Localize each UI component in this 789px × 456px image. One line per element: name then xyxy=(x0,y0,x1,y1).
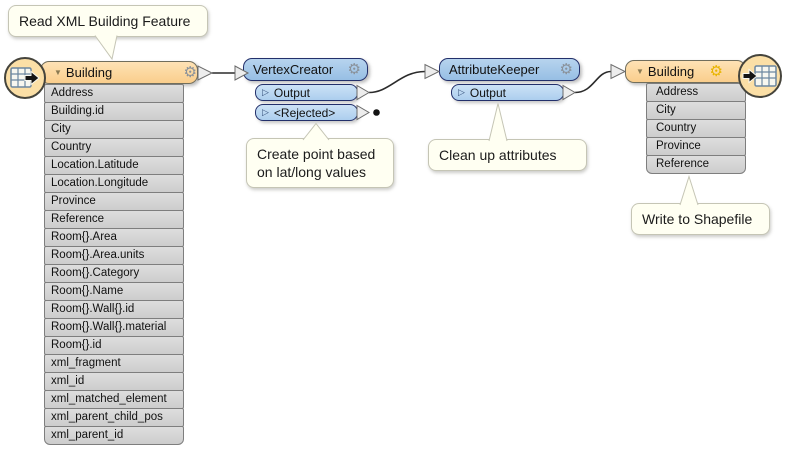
port-label: <Rejected> xyxy=(273,105,336,120)
connection-line[interactable] xyxy=(574,70,612,94)
reader-node-title: Building xyxy=(65,65,113,80)
reader-attribute-row[interactable]: Room{}.id xyxy=(44,336,184,355)
reader-attribute-row[interactable]: xml_matched_element xyxy=(44,390,184,409)
attributekeeper-output-port[interactable]: ▷ Output xyxy=(451,84,564,101)
reader-attribute-row[interactable]: Room{}.Name xyxy=(44,282,184,301)
reader-attribute-row[interactable]: Address xyxy=(44,84,184,103)
rejected-terminator-dot xyxy=(373,109,380,116)
reader-attribute-row[interactable]: Room{}.Area xyxy=(44,228,184,247)
reader-attribute-row[interactable]: Country xyxy=(44,138,184,157)
reader-attribute-row[interactable]: xml_parent_id xyxy=(44,426,184,445)
writer-dataset-icon[interactable] xyxy=(737,53,783,104)
writer-attribute-row[interactable]: Address xyxy=(646,83,746,102)
annotation-tail xyxy=(488,103,508,142)
port-arrow-icon: ▷ xyxy=(458,87,465,97)
collapse-triangle-icon[interactable]: ▼ xyxy=(636,66,644,76)
reader-node-header[interactable]: ▼ Building ⚙ xyxy=(40,61,198,84)
rejected-port-arrow-icon[interactable] xyxy=(356,104,370,121)
annotation-read-xml[interactable]: Read XML Building Feature xyxy=(8,5,208,37)
reader-attribute-row[interactable]: xml_id xyxy=(44,372,184,391)
writer-attribute-list: Address City Country Province Reference xyxy=(646,83,746,174)
gear-icon[interactable]: ⚙ xyxy=(709,63,723,80)
connection-line[interactable] xyxy=(368,70,426,94)
reader-attribute-row[interactable]: Room{}.Category xyxy=(44,264,184,283)
annotation-clean-up[interactable]: Clean up attributes xyxy=(428,139,587,171)
annotation-create-point[interactable]: Create point based on lat/long values xyxy=(246,138,394,188)
output-port-arrow-icon[interactable] xyxy=(356,84,370,101)
vertexcreator-output-port[interactable]: ▷ Output xyxy=(255,84,358,101)
writer-node-title: Building xyxy=(647,64,695,79)
annotation-tail xyxy=(94,35,118,61)
reader-dataset-icon[interactable] xyxy=(3,56,47,105)
reader-attribute-row[interactable]: Room{}.Area.units xyxy=(44,246,184,265)
vertexcreator-rejected-port[interactable]: ▷ <Rejected> xyxy=(255,104,358,121)
writer-attribute-row[interactable]: Reference xyxy=(646,155,746,174)
port-arrow-icon: ▷ xyxy=(262,87,269,97)
attribute-label: Address xyxy=(656,86,699,98)
reader-attribute-row[interactable]: xml_fragment xyxy=(44,354,184,373)
reader-attribute-row[interactable]: xml_parent_child_pos xyxy=(44,408,184,427)
reader-attribute-row[interactable]: City xyxy=(44,120,184,139)
reader-attribute-row[interactable]: Reference xyxy=(44,210,184,229)
annotation-write-shapefile[interactable]: Write to Shapefile xyxy=(631,203,770,235)
transformer-title: VertexCreator xyxy=(253,62,334,77)
reader-attribute-row[interactable]: Building.id xyxy=(44,102,184,121)
writer-attribute-row[interactable]: City xyxy=(646,101,746,120)
reader-attribute-row[interactable]: Province xyxy=(44,192,184,211)
reader-attribute-row[interactable]: Room{}.Wall{}.material xyxy=(44,318,184,337)
reader-attribute-row[interactable]: Room{}.Wall{}.id xyxy=(44,300,184,319)
attribute-label: Province xyxy=(656,140,701,152)
collapse-triangle-icon[interactable]: ▼ xyxy=(54,67,62,77)
transformer-attributekeeper-header[interactable]: AttributeKeeper ⚙ xyxy=(439,58,580,81)
reader-attribute-row[interactable]: Location.Latitude xyxy=(44,156,184,175)
writer-node-header[interactable]: ▼ Building ⚙ xyxy=(625,60,746,83)
attribute-label: Reference xyxy=(656,158,710,170)
gear-icon[interactable]: ⚙ xyxy=(183,64,197,81)
output-port-arrow-icon[interactable] xyxy=(562,84,576,101)
port-arrow-icon: ▷ xyxy=(262,107,269,117)
attribute-label: Country xyxy=(656,122,697,134)
attribute-label: City xyxy=(656,104,676,116)
writer-attribute-row[interactable]: Province xyxy=(646,137,746,156)
annotation-tail xyxy=(679,174,699,206)
transformer-vertexcreator-header[interactable]: VertexCreator ⚙ xyxy=(243,58,368,81)
transformer-title: AttributeKeeper xyxy=(449,62,540,77)
attributekeeper-input-arrow-icon[interactable] xyxy=(424,63,441,80)
port-label: Output xyxy=(273,85,310,100)
port-label: Output xyxy=(469,85,506,100)
gear-icon[interactable]: ⚙ xyxy=(347,61,361,78)
writer-input-arrow-icon[interactable] xyxy=(610,63,627,80)
gear-icon[interactable]: ⚙ xyxy=(559,61,573,78)
reader-attribute-row[interactable]: Location.Longitude xyxy=(44,174,184,193)
reader-output-arrow-icon[interactable] xyxy=(197,65,214,81)
writer-attribute-row[interactable]: Country xyxy=(646,119,746,138)
